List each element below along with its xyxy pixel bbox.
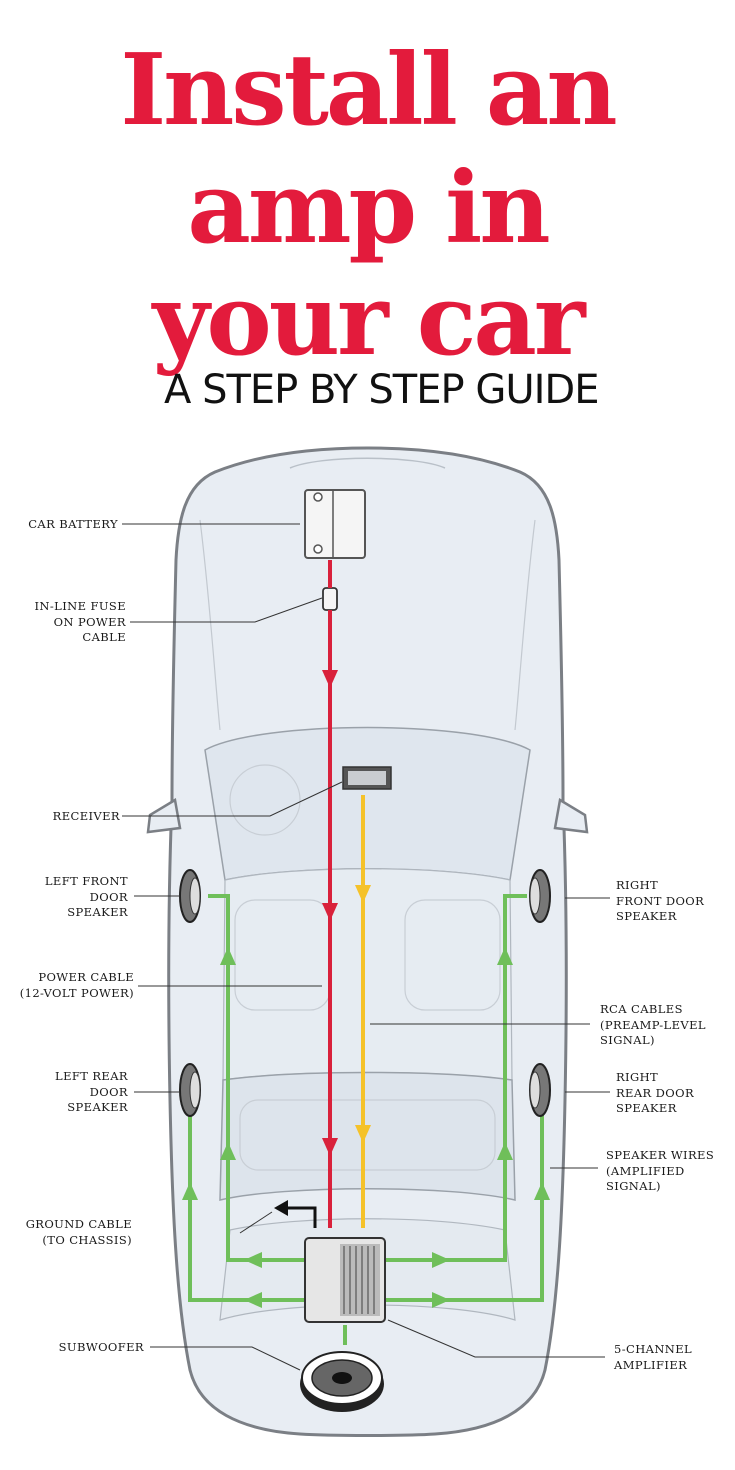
subtitle: A STEP BY STEP GUIDE <box>164 367 599 413</box>
inline-fuse-icon <box>322 587 338 611</box>
label-receiver: RECEIVER <box>52 809 120 823</box>
label-car-battery: CAR BATTERY <box>28 517 118 531</box>
power-cable <box>322 560 338 1228</box>
label-rca-cables: RCA CABLES (PREAMP-LEVEL SIGNAL) <box>600 1002 706 1047</box>
label-right-front-door-speaker: RIGHT FRONT DOOR SPEAKER <box>616 878 705 923</box>
title-line-2: amp in <box>187 151 550 266</box>
amplifier-icon <box>304 1237 386 1323</box>
label-right-rear-door-speaker: RIGHT REAR DOOR SPEAKER <box>616 1070 695 1115</box>
left-front-door-speaker-icon <box>179 869 201 923</box>
ground-cable <box>274 1200 317 1228</box>
label-speaker-wires: SPEAKER WIRES (AMPLIFIED SIGNAL) <box>606 1148 715 1193</box>
label-inline-fuse: IN-LINE FUSE ON POWER CABLE <box>34 599 126 644</box>
subwoofer-icon <box>300 1351 384 1412</box>
leader-lines <box>122 523 610 1371</box>
title-line-3: your car <box>152 263 585 378</box>
car-body <box>146 446 589 1437</box>
speaker-wire-arrows <box>182 947 550 1308</box>
label-ground-cable: GROUND CABLE (TO CHASSIS) <box>25 1217 132 1247</box>
label-left-rear-door-speaker: LEFT REAR DOOR SPEAKER <box>55 1069 128 1114</box>
car-battery-icon <box>304 489 366 559</box>
receiver-icon <box>342 766 392 790</box>
label-amplifier: 5-CHANNEL AMPLIFIER <box>614 1342 693 1372</box>
label-power-cable: POWER CABLE (12-VOLT POWER) <box>19 970 134 1000</box>
label-subwoofer: SUBWOOFER <box>58 1340 144 1354</box>
rca-cable <box>355 795 371 1228</box>
title-line-1: Install an <box>120 33 617 148</box>
right-rear-door-speaker-icon <box>529 1063 551 1117</box>
right-front-door-speaker-icon <box>529 869 551 923</box>
left-rear-door-speaker-icon <box>179 1063 201 1117</box>
label-left-front-door-speaker: LEFT FRONT DOOR SPEAKER <box>44 874 128 919</box>
